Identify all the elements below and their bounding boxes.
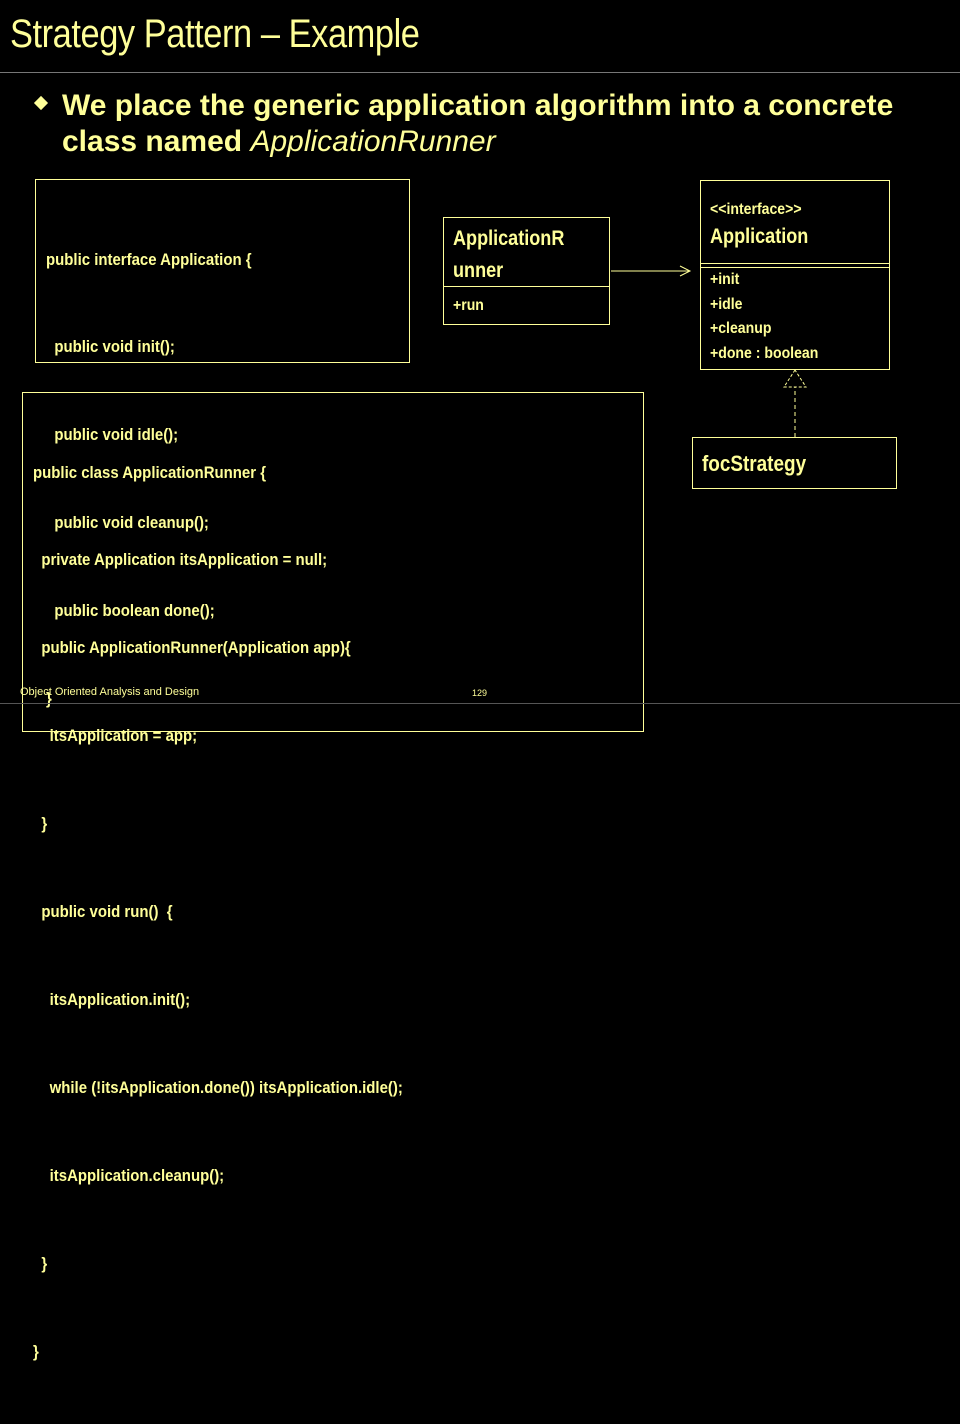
code-line: public void idle(); [46, 425, 179, 445]
code-line: public class ApplicationRunner { [33, 462, 267, 482]
code-line: } [33, 1341, 39, 1361]
footer-course-title: Object Oriented Analysis and Design [20, 686, 200, 698]
footer-page-number: 129 [472, 688, 488, 698]
code-line: public ApplicationRunner(Application app… [33, 638, 351, 658]
code-line: public boolean done(); [46, 601, 215, 621]
code-line: } [33, 814, 48, 834]
uml-runner-divider [444, 286, 609, 287]
uml-runner-name-line2: unner [453, 259, 504, 282]
realization-arrow [783, 369, 807, 437]
uml-app-methods: +init +idle +cleanup +done : boolean [710, 268, 833, 366]
bullet-text-main: We place the generic application algorit… [62, 89, 894, 158]
bullet-text-italic: ApplicationRunner [250, 125, 496, 158]
uml-method: +idle [710, 295, 743, 313]
code-line: private Application itsApplication = nul… [33, 550, 328, 570]
footer-divider [0, 703, 960, 704]
uml-strategy-name: focStrategy [702, 451, 807, 476]
uml-class-focstrategy: focStrategy [692, 437, 897, 489]
uml-interface-application: <<interface>> Application +init +idle +c… [700, 180, 890, 370]
code-line: public void run() { [33, 902, 173, 922]
code-line: itsApplication.cleanup(); [33, 1165, 225, 1185]
uml-connectors [611, 265, 807, 437]
uml-app-header: <<interface>> Application [710, 198, 824, 251]
code-line: } [46, 689, 52, 709]
uml-app-divider [701, 263, 889, 264]
code-line: while (!itsApplication.done()) itsApplic… [33, 1077, 403, 1097]
uml-runner-name-line1: ApplicationR [453, 227, 565, 250]
uml-method: +cleanup [710, 320, 772, 337]
uml-class-application-runner: ApplicationR unner +run [443, 217, 610, 325]
code-line: } [33, 1253, 48, 1273]
uml-stereotype: <<interface>> [710, 201, 802, 218]
uml-method: +run [453, 297, 484, 314]
uml-app-divider-2 [701, 267, 889, 268]
code-line: public void cleanup(); [46, 513, 209, 533]
bullet-text: We place the generic application algorit… [62, 88, 942, 160]
uml-app-name: Application [710, 224, 809, 248]
code-line: public interface Application { [46, 249, 252, 269]
interface-code-box: public interface Application { public vo… [35, 179, 410, 708]
code-line: itsApplication = app; [33, 726, 198, 746]
title-divider [0, 72, 960, 73]
slide-title: Strategy Pattern – Example [10, 12, 420, 56]
uml-runner-methods: +run [453, 294, 488, 319]
interface-code-block: public interface Application { public vo… [46, 186, 252, 772]
association-arrow [611, 265, 692, 277]
code-line: public void init(); [46, 337, 175, 357]
uml-runner-name: ApplicationR unner [453, 223, 564, 287]
code-line: itsApplication.init(); [33, 989, 191, 1009]
uml-method: +init [710, 271, 740, 288]
uml-method: +done : boolean [710, 344, 819, 362]
